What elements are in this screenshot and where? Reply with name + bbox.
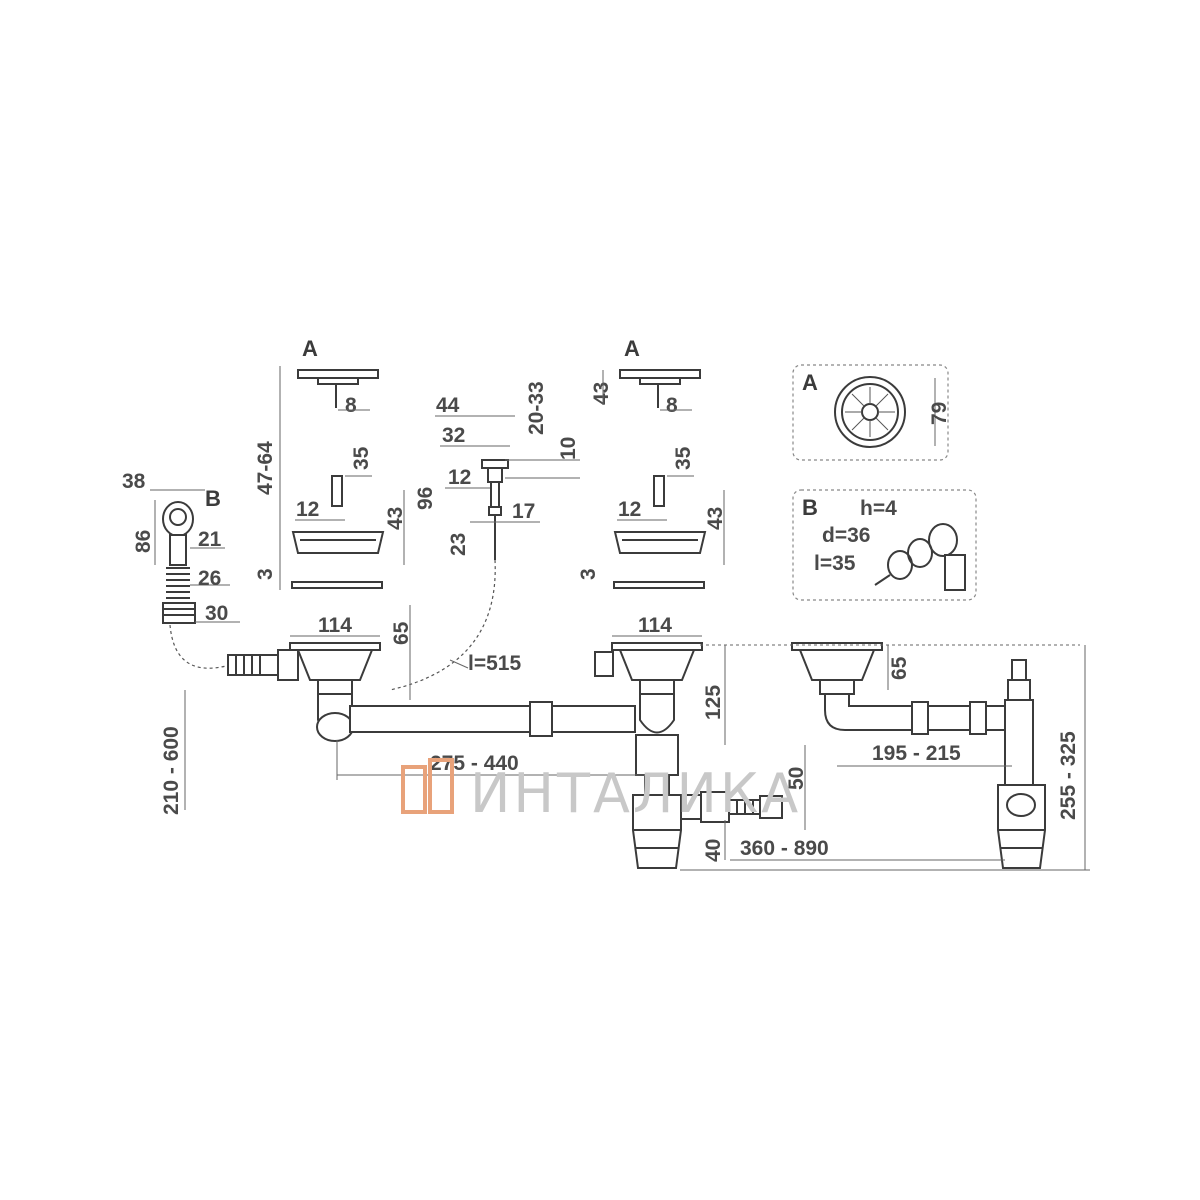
dim-210-600: 210 - 600: [160, 726, 183, 815]
dim-12-mid: 12: [448, 466, 471, 489]
dim-26: 26: [198, 567, 221, 590]
dim-44: 44: [436, 394, 460, 417]
detail-b-panel: B h=4 d=36 l=35: [792, 489, 977, 601]
dim-114-left: 114: [318, 614, 352, 637]
dim-3-right: 3: [577, 568, 600, 580]
watermark-logo: [401, 758, 454, 814]
dim-515: l=515: [468, 652, 521, 675]
dim-17: 17: [512, 500, 535, 523]
dim-38: 38: [122, 470, 146, 493]
dim-3-left: 3: [254, 568, 277, 580]
dim-21: 21: [198, 528, 222, 551]
dim-96: 96: [414, 487, 437, 510]
dim-360-890: 360 - 890: [740, 837, 829, 860]
detail-a-panel: A 79: [792, 364, 951, 461]
dim-8-right: 8: [666, 394, 678, 417]
right-strainer-parts: A 43 8 35 12 43 3: [577, 336, 727, 589]
label-b: B: [205, 486, 221, 511]
dim-50: 50: [785, 767, 808, 790]
watermark-text: ИНТАЛИКА: [470, 762, 801, 825]
dim-23: 23: [447, 533, 470, 556]
dim-114-right: 114: [638, 614, 672, 637]
dim-43-left: 43: [384, 507, 407, 530]
main-assembly: [227, 642, 1046, 869]
dim-125: 125: [702, 685, 725, 720]
dim-8-left: 8: [345, 394, 357, 417]
dim-35-left: 35: [350, 446, 373, 470]
push-button-parts: 44 32 20-33 10 96 12 23 17: [389, 381, 580, 691]
dim-12-left: 12: [296, 498, 319, 521]
dim-30: 30: [205, 602, 228, 625]
dim-20-33: 20-33: [525, 381, 548, 435]
dim-65-left: 65: [390, 621, 413, 645]
watermark: ИНТАЛИКА: [401, 758, 801, 825]
overflow-dims: 38 B 86 21 26 30 210 - 600: [122, 470, 240, 815]
dim-40: 40: [702, 839, 725, 862]
left-strainer-parts: A 47-64 8 35 12 43 3: [254, 336, 407, 590]
dim-10: 10: [557, 437, 580, 460]
dim-32: 32: [442, 424, 465, 447]
dim-86: 86: [132, 530, 155, 553]
dim-79: 79: [928, 402, 951, 425]
dim-255-325: 255 - 325: [1057, 731, 1080, 820]
detail-b-label: B: [802, 495, 818, 520]
dim-43-right: 43: [704, 507, 727, 530]
dim-h4: h=4: [860, 497, 897, 520]
dim-l35: l=35: [814, 552, 856, 575]
label-a-right: A: [624, 336, 640, 361]
dim-47-64: 47-64: [254, 441, 277, 495]
dim-43-top-right: 43: [590, 382, 613, 405]
detail-a-label: A: [802, 370, 818, 395]
overflow-hose-assembly: [162, 501, 231, 669]
dim-12-right: 12: [618, 498, 641, 521]
dim-65-right: 65: [888, 656, 911, 680]
label-a-left: A: [302, 336, 318, 361]
assembly-dims: 114 65 l=515 114 125 275 - 440 50 40 360…: [290, 605, 1090, 871]
dim-d36: d=36: [822, 524, 870, 547]
dim-35-right: 35: [672, 446, 695, 470]
dim-195-215: 195 - 215: [872, 742, 961, 765]
